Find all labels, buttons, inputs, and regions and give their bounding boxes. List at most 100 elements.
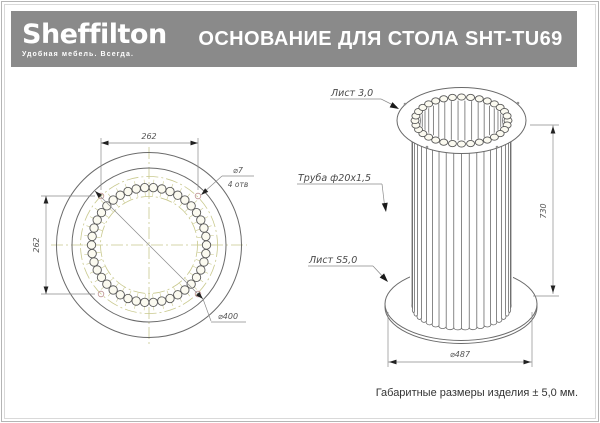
tube-section xyxy=(123,293,133,304)
base-plate-outline xyxy=(56,152,242,338)
dim-arrow xyxy=(389,359,397,365)
tube-top xyxy=(474,95,484,103)
dimension-arrows xyxy=(43,102,556,365)
tube-section xyxy=(148,183,158,193)
dim-height-text: 262 xyxy=(32,237,41,252)
dim-arrow xyxy=(190,140,198,146)
leader-line xyxy=(202,298,212,322)
tube-section xyxy=(201,240,212,250)
flange-hole-dot xyxy=(403,102,407,106)
leader-arrow xyxy=(381,202,388,212)
tube-ring xyxy=(86,183,212,307)
tube-section xyxy=(186,201,196,211)
tube-section xyxy=(201,248,211,259)
hole-dia-text: ⌀7 xyxy=(233,166,244,175)
tube-section xyxy=(140,183,150,193)
tube-section xyxy=(157,184,167,194)
tube-section xyxy=(115,290,125,300)
tube-section xyxy=(87,248,97,259)
dim-arrow xyxy=(43,286,49,294)
mount-hole xyxy=(97,290,105,298)
tube-bottom-arc xyxy=(508,307,512,313)
brand-name: Sheffilton xyxy=(22,18,167,50)
tube-section xyxy=(86,240,97,250)
dim-arrow xyxy=(43,196,49,204)
tube-section xyxy=(92,215,102,225)
side-view: 730 ⌀487 Лист 3,0 Труба ф20х1,5 Лист S5,… xyxy=(297,87,559,367)
dim-arrow xyxy=(95,191,103,199)
dim-arrow xyxy=(523,359,531,365)
top-plate-outline xyxy=(71,167,227,323)
dim-arrow xyxy=(101,140,109,146)
brand-logo: Sheffilton Удобная мебель. Всегда. xyxy=(11,21,192,58)
tube-section xyxy=(89,257,99,267)
tube-section xyxy=(131,296,141,306)
base-dia-text: ⌀487 xyxy=(450,350,471,359)
tube-top xyxy=(466,93,476,102)
tube-section xyxy=(108,195,118,205)
tube-section xyxy=(180,195,190,205)
flange-hole-dot xyxy=(516,101,520,105)
dim-arrow xyxy=(201,188,209,195)
hole-count-text: 4 отв xyxy=(228,180,249,189)
page-title: ОСНОВАНИЕ ДЛЯ СТОЛА SHT-TU69 xyxy=(198,27,563,50)
tube-section xyxy=(102,279,112,289)
tube-bundle xyxy=(411,121,512,328)
tube-section xyxy=(173,190,183,200)
column-height-text: 730 xyxy=(539,203,548,218)
tube-section xyxy=(157,296,167,306)
mount-hole xyxy=(194,290,202,298)
tube-section xyxy=(196,215,206,225)
tube-bottom-arc xyxy=(510,303,512,309)
tube-section xyxy=(191,207,202,218)
dim-arrow xyxy=(550,126,556,134)
tolerance-note: Габаритные размеры изделия ± 5,0 мм. xyxy=(375,387,578,399)
tube-section xyxy=(191,272,202,283)
tube-top xyxy=(489,133,499,141)
tube-top xyxy=(466,139,476,148)
diameter-line xyxy=(94,190,204,300)
tube-section xyxy=(92,265,102,275)
tube-section xyxy=(201,231,211,242)
inner-centerline-circle xyxy=(100,196,198,294)
tube-top xyxy=(439,95,449,103)
header-band: Sheffilton Удобная мебель. Всегда. ОСНОВ… xyxy=(11,11,577,67)
tube-top xyxy=(431,136,441,144)
tube-section xyxy=(199,223,209,233)
bolt-circle-centerline xyxy=(80,176,218,314)
tube-section xyxy=(102,201,112,211)
tube-section xyxy=(165,186,175,197)
leader-arrow xyxy=(389,102,399,109)
dim-arrow xyxy=(550,285,556,293)
tube-section xyxy=(108,285,118,295)
flange-hole-dot xyxy=(425,145,429,149)
tube-top xyxy=(439,138,449,146)
tube-section xyxy=(180,285,190,295)
tube-section xyxy=(96,207,107,218)
leader-arrow xyxy=(379,273,388,282)
plate-dia-text: ⌀400 xyxy=(218,312,238,321)
top-plate-label: Лист 3,0 xyxy=(330,88,373,99)
tube-top xyxy=(447,139,457,148)
tube-top xyxy=(482,97,492,105)
tube-section xyxy=(131,184,141,194)
tube-top xyxy=(424,100,434,108)
tube-top xyxy=(431,97,441,105)
top-view: 262 262 ⌀7 4 отв ⌀400 xyxy=(32,132,254,344)
base-plate-label: Лист S5,0 xyxy=(308,255,357,266)
brand-tagline: Удобная мебель. Всегда. xyxy=(22,50,135,58)
tube-bottom-arc xyxy=(445,326,455,331)
tube-section xyxy=(96,272,107,283)
tube-section xyxy=(186,279,196,289)
tube-top xyxy=(447,93,457,102)
tube-top xyxy=(457,93,466,101)
tube-label: Труба ф20х1,5 xyxy=(298,173,371,184)
tube-section xyxy=(165,293,175,304)
tube-top xyxy=(502,112,512,120)
tube-section xyxy=(199,257,209,267)
tube-section xyxy=(196,265,206,275)
tube-bottoms xyxy=(411,303,512,331)
dim-arrow xyxy=(195,291,203,299)
tube-top xyxy=(482,136,492,144)
